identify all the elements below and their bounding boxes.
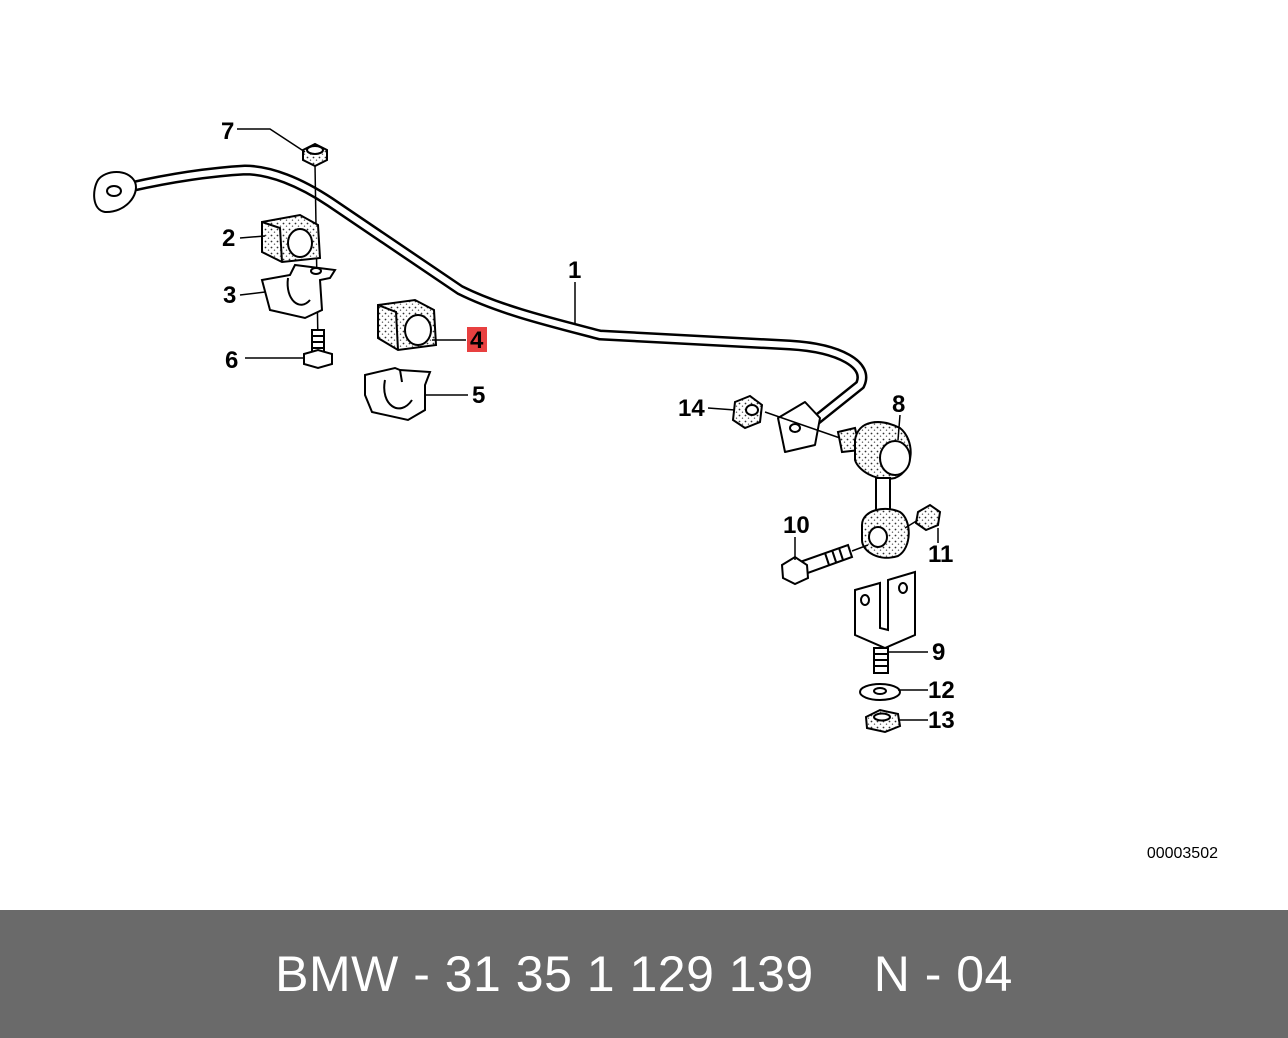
label-part-5: 5 (472, 382, 485, 409)
diagram-reference-code: 00003502 (1146, 845, 1218, 862)
part-number: BMW - 31 35 1 129 139 (275, 946, 814, 1002)
stabilizer-bar (93, 164, 868, 453)
bracket-part-3 (260, 263, 337, 320)
bracket-part-5 (364, 366, 432, 422)
diagram-drawing: 7 2 3 6 1 4 5 14 8 10 11 9 12 13 (93, 118, 955, 734)
footer-bar: BMW - 31 35 1 129 139 N - 04 (0, 910, 1288, 1038)
bracket-part-9 (854, 570, 916, 674)
leader-lines (237, 128, 939, 721)
nut-part-7 (302, 142, 328, 168)
highlight-box-part-4 (467, 327, 487, 352)
label-part-12: 12 (928, 677, 955, 704)
label-part-14: 14 (678, 395, 705, 422)
label-part-3: 3 (223, 282, 236, 309)
label-part-11: 11 (928, 541, 953, 568)
rubber-bushing-part-4 (377, 298, 438, 352)
nut-part-11 (914, 503, 942, 532)
nut-part-14 (731, 394, 764, 430)
label-part-8: 8 (892, 391, 905, 418)
parts-diagram: 7 2 3 6 1 4 5 14 8 10 11 9 12 13 0000350… (93, 118, 1218, 862)
footer-caption: BMW - 31 35 1 129 139 N - 04 (275, 945, 1013, 1003)
diagram-position: N - 04 (873, 946, 1013, 1002)
label-part-7: 7 (221, 118, 234, 145)
label-part-2: 2 (222, 225, 235, 252)
label-part-13: 13 (928, 707, 955, 734)
label-part-4: 4 (470, 327, 484, 354)
label-part-9: 9 (932, 639, 945, 666)
rubber-bushing-part-2 (261, 213, 322, 264)
bolt-part-6 (303, 329, 333, 370)
link-lower-eye (861, 507, 910, 559)
label-part-6: 6 (225, 347, 238, 374)
washer-part-12 (859, 683, 901, 701)
label-part-10: 10 (783, 512, 810, 539)
link-upper-part-8 (836, 421, 912, 519)
nut-part-13 (864, 708, 902, 734)
bolt-part-10 (780, 543, 854, 586)
label-part-1: 1 (568, 257, 581, 284)
